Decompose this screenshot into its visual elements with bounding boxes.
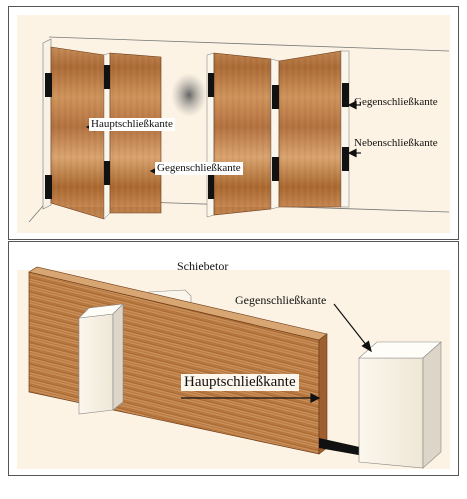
hinge — [45, 175, 52, 199]
hinge — [272, 85, 279, 109]
arrowhead — [361, 340, 372, 353]
ceiling-line — [48, 36, 450, 52]
rail — [319, 438, 364, 456]
front-post — [78, 313, 114, 415]
arrowhead — [310, 393, 321, 403]
hinges — [45, 65, 349, 199]
arrows — [181, 303, 372, 403]
leaf-edge-3 — [270, 58, 280, 210]
label-gegenschliesskante: Gegenschließkante — [235, 293, 327, 307]
leaf-edge-4 — [340, 50, 350, 208]
label-gegenschliesskante-center: Gegenschließkante — [155, 162, 243, 175]
blurred-spot — [171, 73, 207, 117]
catch-post — [358, 357, 424, 469]
label-nebenschliesskante: Nebenschließkante — [354, 137, 438, 149]
catch-post-side — [422, 341, 442, 469]
hinge — [272, 157, 279, 181]
sliding-gate-diagram: Schiebetor Gegenschließkante Hauptschlie… — [8, 241, 459, 476]
door-leaf-4 — [278, 50, 342, 208]
label-gegenschliesskante-right: Gegenschließkante — [354, 96, 438, 108]
diagram-title: Schiebetor — [177, 259, 229, 273]
folding-door-diagram: Hauptschließkante Gegenschließkante Gege… — [8, 6, 459, 240]
hinge — [208, 73, 214, 97]
hinge — [45, 73, 52, 97]
label-hauptschliesskante: Hauptschließkante — [181, 374, 299, 391]
hinge — [208, 175, 214, 199]
hinge — [342, 147, 349, 171]
hinge — [104, 65, 110, 89]
label-hauptschliesskante: Hauptschließkante — [89, 118, 175, 131]
hinge — [342, 83, 349, 107]
door-leaf-2 — [109, 52, 162, 214]
sliding-gate-drawing — [17, 266, 450, 469]
front-post-side — [112, 303, 124, 411]
arrowhead — [347, 148, 357, 158]
arrowhead — [347, 100, 357, 110]
folding-door-drawing — [17, 15, 450, 233]
gate-end-face — [318, 333, 328, 455]
arrow-gegenschliesskante — [333, 303, 368, 347]
door-leaf-3 — [213, 52, 272, 216]
door-leaf-1 — [50, 46, 105, 220]
hinge — [104, 161, 110, 185]
